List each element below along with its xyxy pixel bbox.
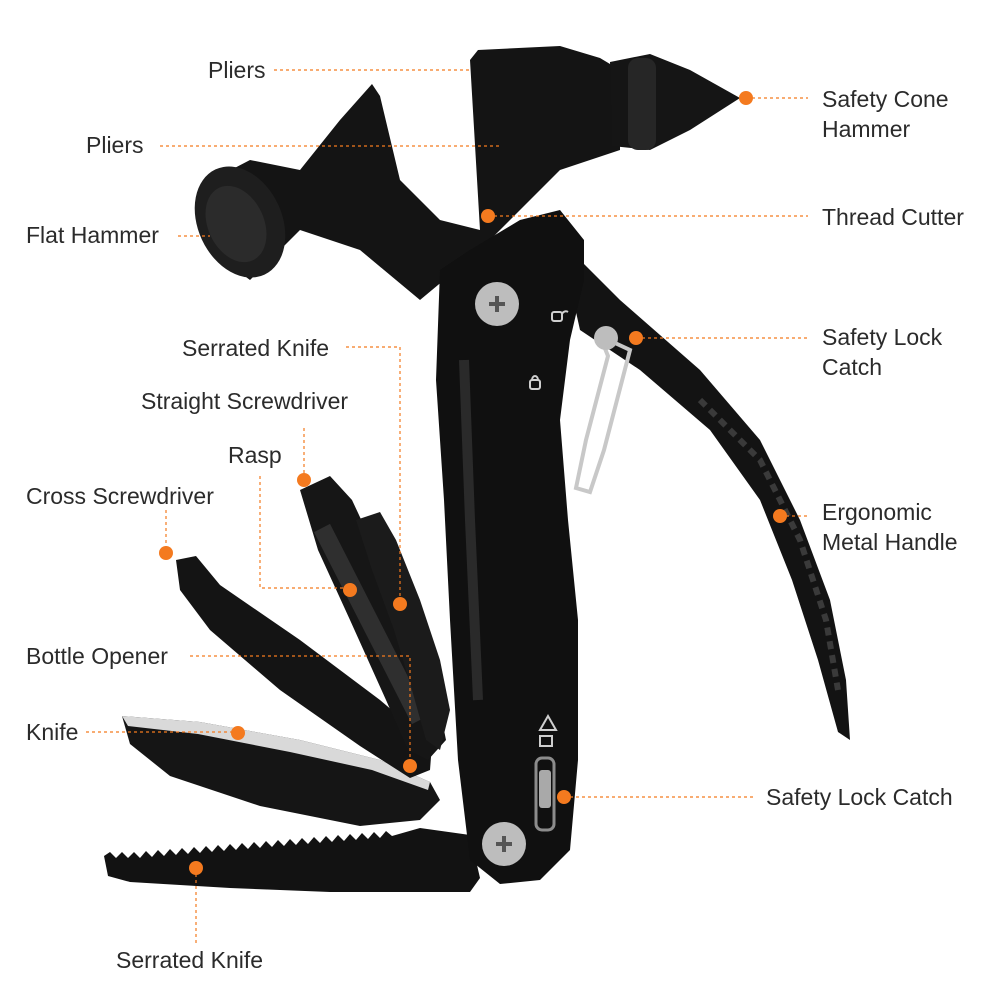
label-ergonomic-handle-line2: Metal Handle — [822, 529, 958, 555]
label-safety-cone-hammer-line2: Hammer — [822, 116, 911, 142]
label-bottle-opener: Bottle Opener — [26, 643, 168, 669]
screw-icon — [475, 282, 519, 326]
label-safety-lock-catch-upper: Safety Lock Catch — [822, 322, 942, 382]
safety-cone-ring — [628, 58, 656, 150]
label-safety-lock-catch-upper-line1: Safety Lock — [822, 324, 943, 350]
cross-screwdriver-blade — [176, 556, 432, 778]
safety-lock-pivot — [594, 326, 618, 350]
callout-dot-icon — [773, 509, 787, 523]
label-ergonomic-handle: Ergonomic Metal Handle — [822, 497, 958, 557]
knife-blade — [122, 716, 440, 826]
callout-dot-icon — [159, 546, 173, 560]
ergonomic-handle-grip — [697, 397, 841, 691]
ergonomic-handle — [560, 240, 850, 740]
serrated-knife-blade — [104, 828, 480, 892]
callout-dot-icon — [739, 91, 753, 105]
callout-dot-icon — [231, 726, 245, 740]
callout-dot-icon — [297, 473, 311, 487]
label-cross-screwdriver: Cross Screwdriver — [26, 483, 214, 509]
callout-dot-icon — [189, 861, 203, 875]
label-safety-cone-hammer-line1: Safety Cone — [822, 86, 949, 112]
lock-open-icon — [551, 310, 569, 322]
label-rasp: Rasp — [228, 442, 282, 468]
label-pliers-second: Pliers — [86, 132, 144, 158]
main-handle-body — [436, 210, 584, 884]
rasp-texture — [313, 523, 429, 725]
label-safety-lock-catch-upper-line2: Catch — [822, 354, 883, 380]
label-serrated-knife-upper: Serrated Knife — [182, 335, 330, 361]
label-thread-cutter: Thread Cutter — [822, 204, 964, 230]
label-pliers-top: Pliers — [208, 57, 266, 83]
label-safety-cone-hammer: Safety Cone Hammer — [822, 84, 949, 144]
safety-lock-slider-icon — [534, 713, 558, 832]
safety-lock-catch-bracket — [573, 332, 633, 495]
label-safety-lock-catch-lower: Safety Lock Catch — [766, 784, 953, 810]
label-flat-hammer: Flat Hammer — [26, 222, 159, 248]
label-serrated-knife-lower: Serrated Knife — [116, 947, 264, 973]
hammer-head — [200, 46, 620, 300]
label-knife: Knife — [26, 719, 79, 745]
screw-icon — [482, 822, 526, 866]
serrated-knife-upper-blade — [356, 512, 450, 750]
callout-dot-icon — [557, 790, 571, 804]
callout-dot-icon — [403, 759, 417, 773]
callout-dots — [159, 91, 787, 875]
flat-hammer-face-inner — [205, 185, 267, 263]
callout-dot-icon — [629, 331, 643, 345]
leader-lines — [86, 69, 808, 944]
label-ergonomic-handle-line1: Ergonomic — [822, 499, 932, 525]
lock-closed-icon — [529, 375, 541, 390]
main-handle-highlight — [459, 359, 483, 701]
callout-dot-icon — [393, 597, 407, 611]
label-straight-screwdriver: Straight Screwdriver — [141, 388, 349, 414]
callout-dot-icon — [343, 583, 357, 597]
callout-dot-icon — [481, 209, 495, 223]
knife-edge — [122, 716, 430, 790]
